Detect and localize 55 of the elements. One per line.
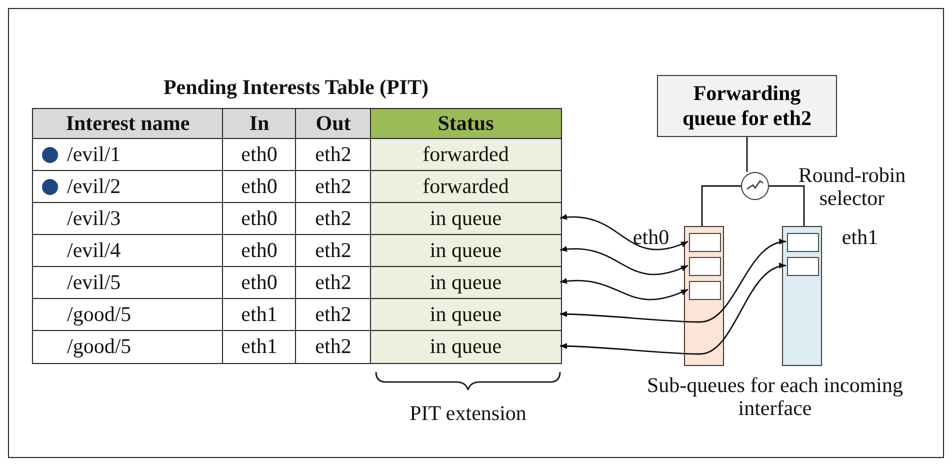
bracket-label: PIT extension [408, 402, 528, 426]
status-cell: in queue [370, 234, 562, 268]
status-cell: in queue [370, 330, 562, 364]
status-cell: forwarded [370, 170, 562, 204]
table-cell: eth2 [295, 202, 372, 236]
queue-slot [689, 281, 721, 300]
arrow [560, 214, 688, 250]
queue-slot [689, 257, 721, 276]
arrow [560, 264, 786, 355]
table-cell: eth0 [222, 138, 296, 172]
status-cell: in queue [370, 298, 562, 332]
table-cell: eth1 [222, 330, 296, 364]
selector-circle [741, 172, 769, 200]
table-cell: /evil/1 [32, 138, 224, 172]
table-title: Pending Interests Table (PIT) [162, 76, 430, 100]
table-cell: eth0 [222, 266, 296, 300]
queue-slot [787, 233, 819, 252]
queue-box: Forwarding queue for eth2 [657, 75, 837, 137]
queue-slot [689, 233, 721, 252]
table-cell: eth2 [295, 138, 372, 172]
arrow [560, 278, 688, 300]
table-cell: eth2 [295, 298, 372, 332]
subqueue-bar [782, 226, 822, 366]
status-cell: in queue [370, 202, 562, 236]
table-cell: /evil/3 [32, 202, 224, 236]
arrow [560, 240, 786, 323]
table-cell: eth2 [295, 266, 372, 300]
connector-line [701, 185, 741, 226]
caption-label: Sub-queues for each incoming interface [646, 374, 904, 420]
table-cell: /good/5 [32, 330, 224, 364]
table-cell: /evil/4 [32, 234, 224, 268]
selector-label: Round-robin selector [797, 164, 907, 210]
subqueue-bar [684, 226, 724, 366]
table-header: Status [370, 108, 562, 140]
connector-line [746, 137, 748, 172]
table-header: In [222, 108, 296, 140]
table-header: Interest name [32, 108, 224, 140]
table-cell: eth0 [222, 202, 296, 236]
interface-label: eth0 [632, 226, 670, 250]
table-cell: eth2 [295, 330, 372, 364]
interface-label: eth1 [840, 226, 880, 250]
table-cell: /evil/5 [32, 266, 224, 300]
table-cell: eth0 [222, 170, 296, 204]
arrow [560, 246, 688, 276]
status-cell: forwarded [370, 138, 562, 172]
status-cell: in queue [370, 266, 562, 300]
table-cell: /good/5 [32, 298, 224, 332]
table-cell: eth2 [295, 234, 372, 268]
connector-line [769, 185, 805, 226]
table-cell: eth0 [222, 234, 296, 268]
table-header: Out [295, 108, 372, 140]
table-cell: eth2 [295, 170, 372, 204]
queue-slot [787, 257, 819, 276]
table-cell: /evil/2 [32, 170, 224, 204]
table-cell: eth1 [222, 298, 296, 332]
